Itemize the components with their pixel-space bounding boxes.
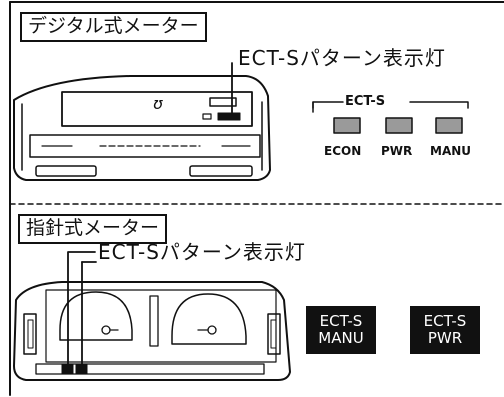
ect-s-pwr-badge: ECT-S PWR (410, 306, 480, 354)
mode-label-econ: ECON (324, 144, 362, 158)
mode-label-pwr: PWR (381, 144, 413, 158)
mode-label-manu: MANU (430, 144, 472, 158)
digital-meter-title: デジタル式メーター (20, 12, 207, 42)
manu-badge-line1: ECT-S (319, 312, 363, 330)
manu-switch (435, 117, 463, 134)
analog-meter-title: 指針式メーター (18, 214, 168, 244)
analog-callout-label: ECT-Sパターン表示灯 (98, 240, 306, 264)
digital-meter-cluster (13, 62, 271, 181)
ect-s-manu-badge: ECT-S MANU (306, 306, 376, 354)
ect-s-switch-panel (312, 101, 469, 134)
analog-meter-cluster (13, 251, 291, 381)
display-glyph: ʊ (153, 94, 163, 113)
pwr-badge-line2: PWR (427, 329, 463, 347)
pwr-badge-line1: ECT-S (423, 312, 467, 330)
econ-switch (333, 117, 361, 134)
analog-indicator-lamp-2 (75, 363, 88, 375)
pwr-switch (385, 117, 413, 134)
analog-indicator-lamp-1 (61, 363, 74, 375)
digital-callout-label: ECT-Sパターン表示灯 (238, 46, 446, 70)
ect-s-indicator-lamp (217, 112, 241, 121)
manu-badge-line2: MANU (318, 329, 364, 347)
ect-s-panel-title: ECT-S (345, 94, 386, 109)
